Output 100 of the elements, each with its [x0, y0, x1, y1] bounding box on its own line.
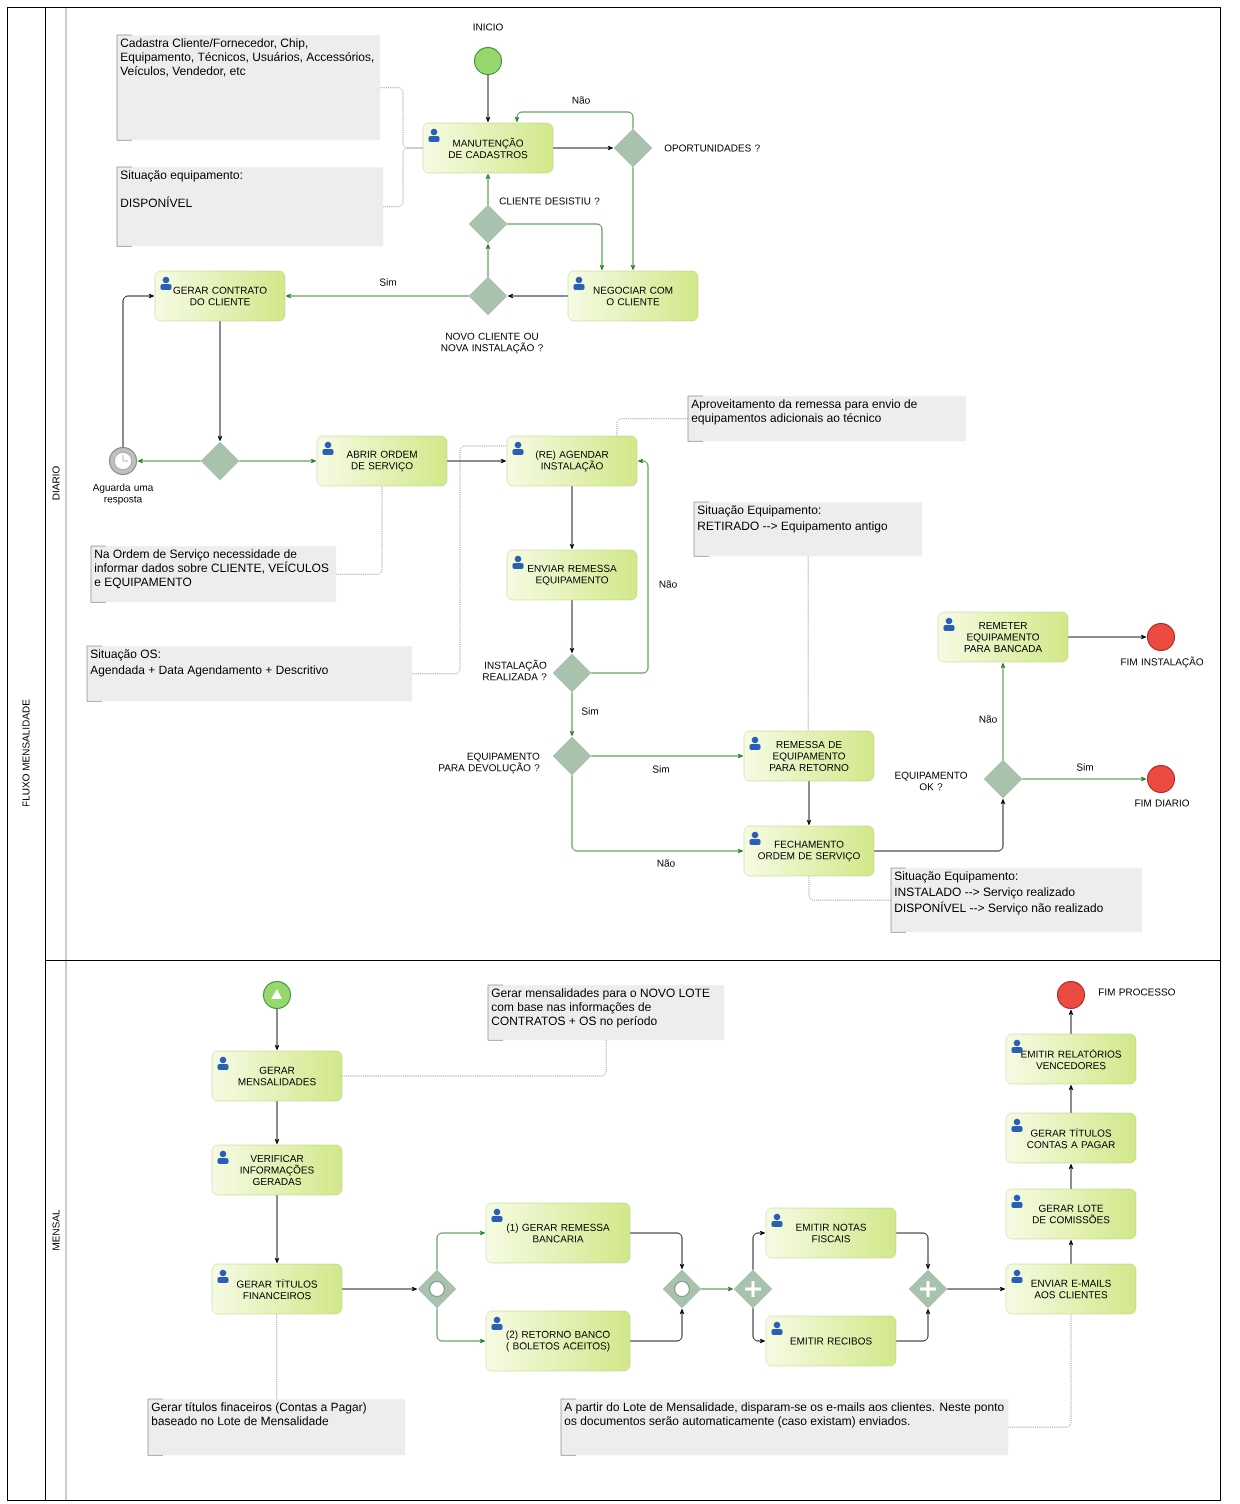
event-label: OPORTUNIDADES ? — [664, 144, 760, 152]
arrow — [1067, 634, 1147, 640]
arrow — [506, 223, 605, 271]
edge-label: Sim — [378, 277, 398, 287]
arrow — [895, 1309, 931, 1342]
arrow — [274, 1008, 280, 1051]
edge-label: Sim — [580, 706, 600, 716]
event-label: CLIENTE DESISTIU ? — [499, 197, 600, 205]
task-box: FECHAMENTO ORDEM DE SERVIÇO — [743, 825, 875, 877]
edge-label: Sim — [651, 764, 671, 774]
arrow — [436, 1230, 485, 1271]
association-line — [276, 1313, 277, 1400]
annotation: Situação equipamento: DISPONÍVEL — [116, 166, 384, 247]
task-box: GERAR CONTRATO DO CLIENTE — [154, 270, 286, 322]
arrow — [341, 1286, 417, 1292]
event-label: INICIO — [473, 23, 503, 31]
arrow — [629, 1309, 685, 1342]
edge-label: Não — [977, 714, 999, 724]
association-line — [341, 1040, 607, 1077]
arrow — [946, 1286, 1006, 1292]
task-box: ENVIAR E-MAILS AOS CLIENTES — [1005, 1263, 1137, 1315]
arrow — [752, 1230, 766, 1271]
arrow — [569, 485, 575, 550]
task-box: GERAR MENSALIDADES — [211, 1050, 343, 1102]
association-line — [412, 445, 508, 674]
arrow — [873, 799, 1006, 852]
gateway-diamond — [417, 1269, 457, 1309]
annotation: Situação OS: Agendada + Data Agendamento + Descritivo — [86, 645, 413, 702]
arrow — [569, 599, 575, 654]
start-event — [263, 981, 291, 1009]
annotation: Situação Equipamento: INSTALADO --> Serviço realizado DISPONÍVEL --> Serviço não realizado — [890, 867, 1143, 933]
arrow — [485, 74, 491, 122]
event-label: FIM PROCESSO — [1099, 988, 1175, 996]
task-box: REMETER EQUIPAMENTO PARA BANCADA — [937, 611, 1069, 663]
arrow — [1068, 1164, 1074, 1190]
arrow — [752, 1307, 766, 1344]
arrow — [238, 458, 316, 464]
task-box: MANUTENÇÃO DE CADASTROS — [422, 122, 554, 174]
annotation: Cadastra Cliente/Fornecedor, Chip, Equipamento, Técnicos, Usuários, Accessórios, Veículos, Vendedor, etc — [116, 34, 381, 141]
arrow — [1068, 1085, 1074, 1114]
arrow — [1021, 776, 1147, 782]
association-line — [808, 875, 892, 901]
arrow — [1068, 1009, 1074, 1035]
annotation: Situação Equipamento: RETIRADO --> Equipamento antigo — [693, 501, 923, 557]
arrow — [700, 1286, 734, 1292]
association-line — [380, 87, 424, 149]
annotation: Gerar mensalidades para o NOVO LOTE com base nas informações de CONTRATOS + OS no período — [487, 984, 725, 1041]
arrow — [217, 320, 223, 441]
arrow — [590, 753, 744, 759]
event-label: EQUIPAMENTO PARA DEVOLUÇÃO ? — [439, 752, 540, 774]
association-line — [616, 418, 689, 437]
arrow — [630, 166, 636, 271]
arrow — [274, 1100, 280, 1145]
task-box: GERAR TÍTULOS CONTAS A PAGAR — [1005, 1112, 1137, 1164]
annotation: Gerar títulos finaceiros (Contas a Pagar) baseado no Lote de Mensalidade — [147, 1398, 406, 1456]
event-label: FIM INSTALAÇÃO — [1121, 656, 1204, 668]
event-label: INSTALAÇÃO REALIZADA ? — [483, 659, 547, 681]
arrow — [806, 780, 812, 826]
annotation: Aproveitamento da remessa para envio de equipamentos adicionais ao técnico — [687, 395, 967, 442]
event-label: Aguarda uma resposta — [92, 483, 154, 505]
arrow — [571, 774, 744, 854]
gateway-diamond — [908, 1269, 948, 1309]
task-box: REMESSA DE EQUIPAMENTO PARA RETORNO — [743, 730, 875, 782]
association-line — [383, 147, 424, 207]
arrow — [552, 145, 614, 151]
task-box: EMITIR RECIBOS — [765, 1315, 897, 1367]
edge-label: Não — [570, 95, 592, 105]
gateway-diamond — [733, 1269, 773, 1309]
arrow — [1068, 1240, 1074, 1265]
arrow — [122, 293, 154, 448]
arrow — [1000, 663, 1006, 761]
task-box: (RE) AGENDAR INSTALAÇÃO — [506, 435, 638, 487]
task-box: GERAR TÍTULOS FINANCEIROS — [211, 1263, 343, 1315]
arrow — [590, 458, 649, 674]
arrow — [629, 1232, 685, 1270]
event-label: EQUIPAMENTO OK ? — [895, 771, 968, 791]
gateway-diamond — [200, 441, 240, 481]
task-box: EMITIR RELATÓRIOS VENCEDORES — [1005, 1033, 1137, 1085]
association-line — [1008, 1313, 1072, 1428]
task-box: (1) GERAR REMESSA BANCARIA — [485, 1202, 631, 1264]
edge-label: Não — [657, 579, 679, 589]
association-line — [807, 556, 809, 732]
arrow — [485, 174, 491, 206]
task-box: VERIFICAR INFORMAÇÕES GERADAS — [211, 1144, 343, 1196]
event-label: NOVO CLIENTE OU NOVA INSTALAÇÃO ? — [441, 332, 543, 354]
association-line — [336, 485, 383, 575]
arrow — [485, 244, 491, 278]
edge-label: Não — [655, 858, 677, 868]
arrow — [137, 458, 202, 464]
annotation: Na Ordem de Serviço necessidade de informar dados sobre CLIENTE, VEÍCULOS e EQUIPAMENTO — [90, 545, 337, 603]
arrow — [514, 111, 634, 130]
task-box: (2) RETORNO BANCO ( BOLETOS ACEITOS) — [485, 1310, 631, 1372]
annotation: A partir do Lote de Mensalidade, disparam-se os e-mails aos clientes. Neste ponto os documentos serão automaticamente (caso existam) enviados. — [560, 1398, 1009, 1456]
arrow — [508, 293, 569, 299]
arrow — [436, 1307, 485, 1344]
task-box: ENVIAR REMESSA EQUIPAMENTO — [506, 549, 638, 601]
task-box: ABRIR ORDEM DE SERVIÇO — [316, 435, 448, 487]
event-label: FIM DIARIO — [1135, 799, 1190, 807]
task-box: EMITIR NOTAS FISCAIS — [765, 1207, 897, 1259]
edge-label: Sim — [1075, 762, 1095, 772]
